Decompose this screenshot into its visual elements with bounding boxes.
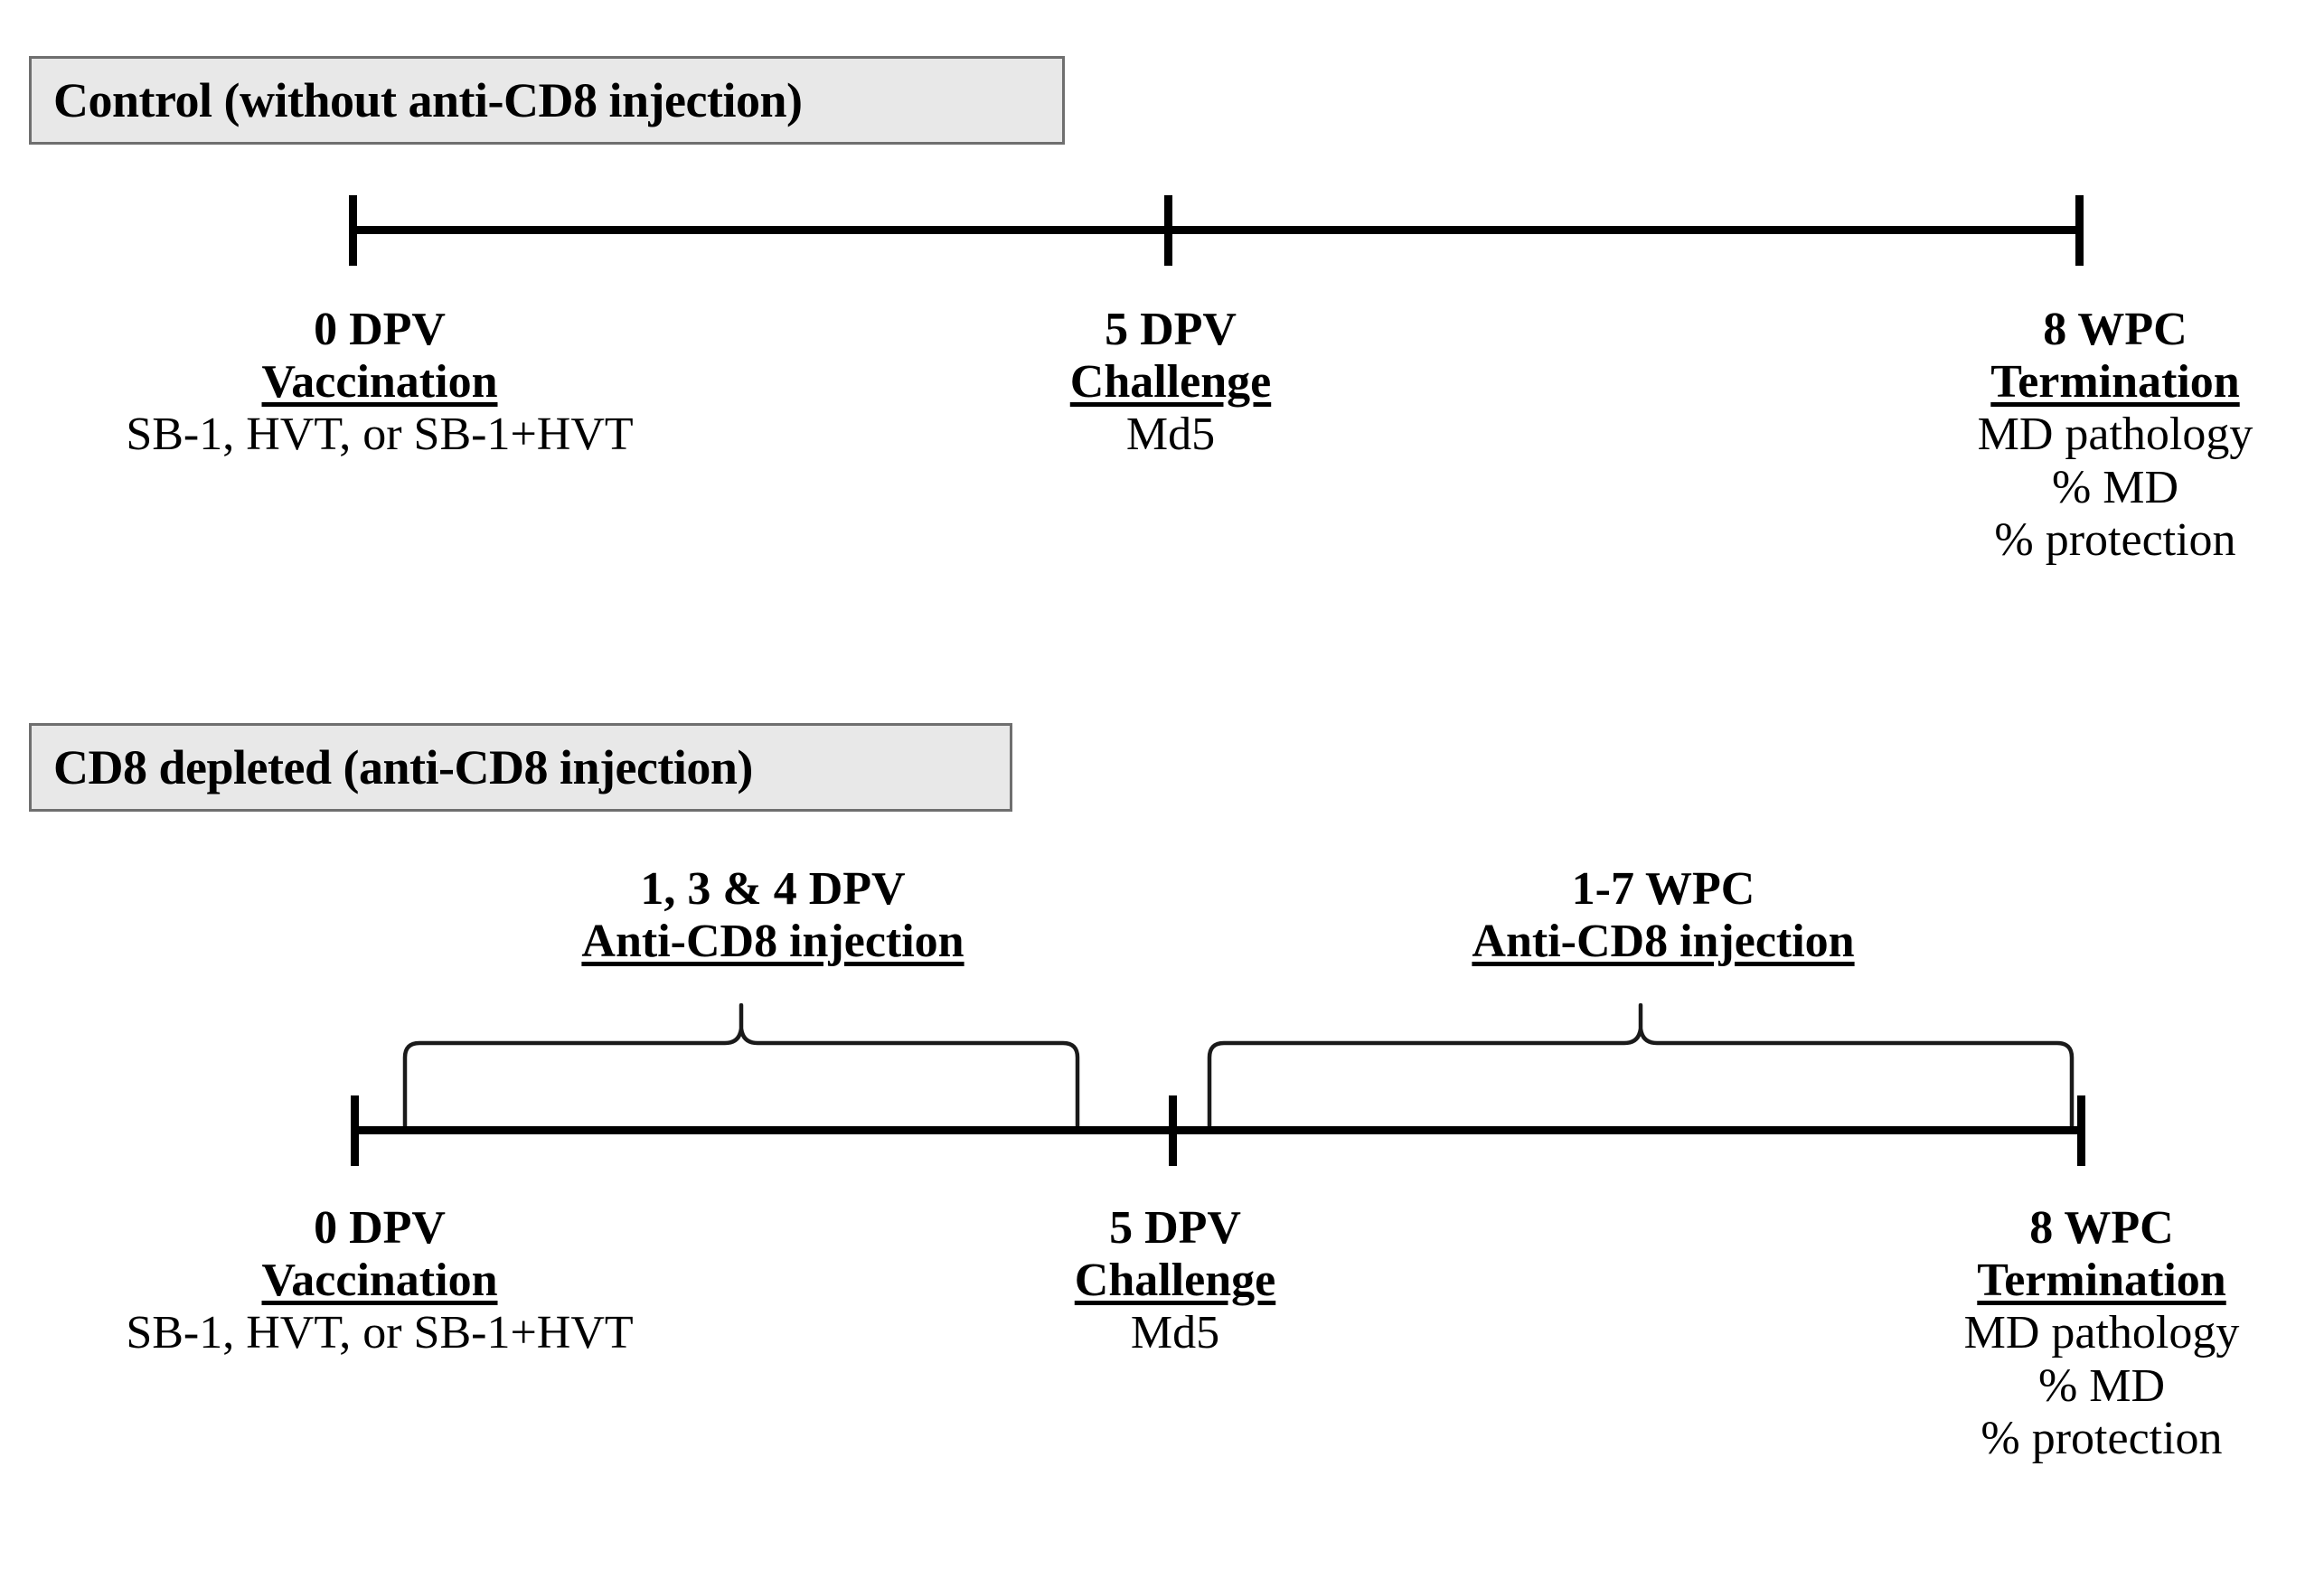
brace-label-early-injection: 1, 3 & 4 DPV Anti-CD8 injection xyxy=(502,863,1044,968)
event-action-label: Challenge xyxy=(1074,1255,1276,1307)
event-day-label: 8 WPC xyxy=(2043,304,2188,355)
timeline-tick-depleted-0dpv xyxy=(351,1095,359,1166)
event-control-challenge: 5 DPV Challenge Md5 xyxy=(931,304,1410,462)
section-header-control: Control (without anti-CD8 injection) xyxy=(29,56,1065,145)
brace-what-label: Anti-CD8 injection xyxy=(581,916,964,968)
event-action-label: Termination xyxy=(1977,1255,2226,1307)
event-depleted-challenge: 5 DPV Challenge Md5 xyxy=(936,1202,1415,1360)
curly-brace-late-injection xyxy=(1207,1003,2075,1130)
event-day-label: 5 DPV xyxy=(1109,1202,1241,1254)
event-control-termination: 8 WPC Termination MD pathology % MD % pr… xyxy=(1862,304,2324,567)
event-detail-label: MD pathology xyxy=(1963,1307,2240,1359)
event-detail-label: MD pathology xyxy=(1977,409,2253,461)
timeline-axis-control xyxy=(353,226,2083,234)
event-detail-label: % MD xyxy=(2051,461,2179,513)
brace-what-label: Anti-CD8 injection xyxy=(1472,916,1855,968)
event-action-label: Challenge xyxy=(1069,356,1272,409)
brace-when-label: 1-7 WPC xyxy=(1571,863,1755,915)
brace-when-label: 1, 3 & 4 DPV xyxy=(640,863,906,915)
event-day-label: 5 DPV xyxy=(1105,304,1237,355)
section-header-cd8-depleted: CD8 depleted (anti-CD8 injection) xyxy=(29,723,1012,812)
event-detail-label: % protection xyxy=(1994,513,2236,566)
event-depleted-vaccination: 0 DPV Vaccination SB-1, HVT, or SB-1+HVT xyxy=(36,1202,723,1360)
curly-brace-early-injection xyxy=(402,1003,1080,1130)
timeline-tick-control-0dpv xyxy=(349,195,357,266)
timeline-tick-depleted-8wpc xyxy=(2077,1095,2085,1166)
event-detail-label: % MD xyxy=(2037,1359,2166,1412)
event-action-label: Termination xyxy=(1990,356,2240,409)
timeline-axis-cd8-depleted xyxy=(354,1126,2084,1134)
event-depleted-termination: 8 WPC Termination MD pathology % MD % pr… xyxy=(1849,1202,2324,1465)
timeline-tick-control-8wpc xyxy=(2075,195,2084,266)
event-day-label: 8 WPC xyxy=(2029,1202,2174,1254)
event-detail-label: SB-1, HVT, or SB-1+HVT xyxy=(126,1307,634,1359)
event-action-label: Vaccination xyxy=(261,356,498,409)
timeline-tick-depleted-5dpv xyxy=(1169,1095,1177,1166)
event-day-label: 0 DPV xyxy=(314,1202,446,1254)
event-detail-label: Md5 xyxy=(1130,1307,1220,1359)
event-control-vaccination: 0 DPV Vaccination SB-1, HVT, or SB-1+HVT xyxy=(36,304,723,462)
event-day-label: 0 DPV xyxy=(314,304,446,355)
brace-label-late-injection: 1-7 WPC Anti-CD8 injection xyxy=(1392,863,1934,968)
event-detail-label: SB-1, HVT, or SB-1+HVT xyxy=(126,409,634,461)
event-detail-label: Md5 xyxy=(1125,409,1216,461)
event-detail-label: % protection xyxy=(1981,1412,2223,1464)
timeline-tick-control-5dpv xyxy=(1164,195,1172,266)
event-action-label: Vaccination xyxy=(261,1255,498,1307)
